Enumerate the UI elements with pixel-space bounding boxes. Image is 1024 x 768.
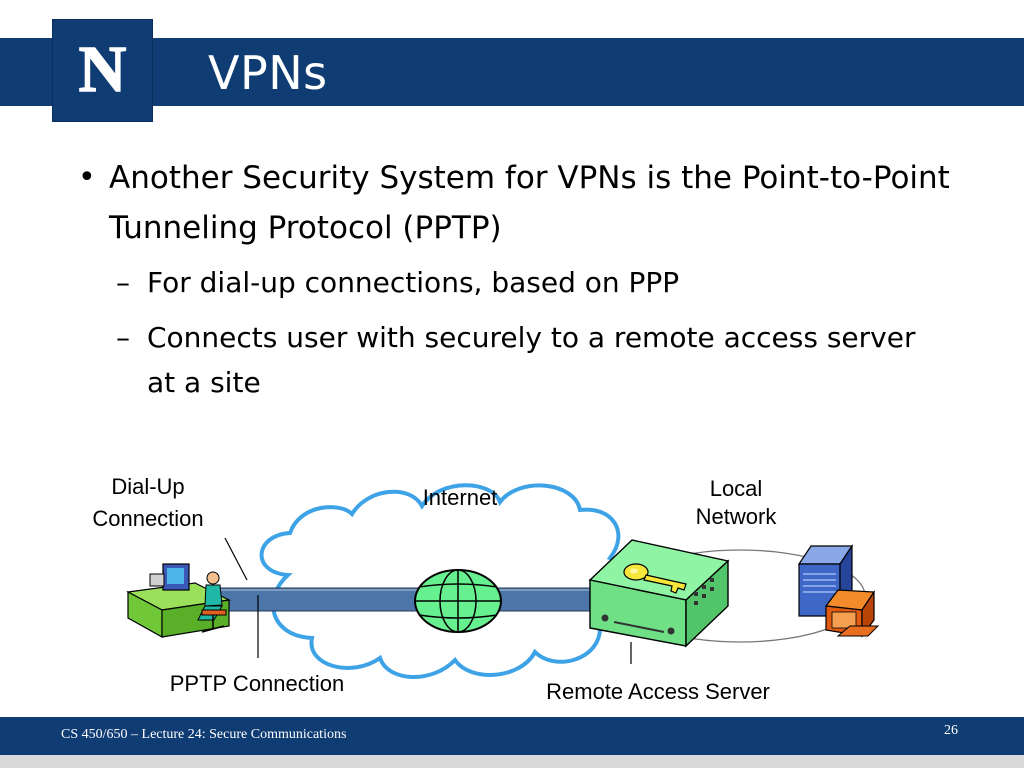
label-pptp-connection: PPTP Connection (170, 671, 344, 696)
workstation-user-icon (126, 563, 231, 639)
logo-letter: N (79, 33, 127, 106)
footer-stripe (0, 755, 1024, 768)
sub-bullet-dialup: For dial-up connections, based on PPP (116, 260, 927, 305)
pptp-tunnel (213, 587, 603, 612)
label-local-line1: Local (710, 476, 763, 501)
pptp-network-diagram: Dial-Up Connection Internet Local Networ… (92, 474, 880, 704)
university-n-logo-icon: N (52, 19, 153, 122)
remote-access-server-icon (588, 539, 730, 648)
label-dialup-line1: Dial-Up (111, 474, 184, 499)
slide-title: VPNs (208, 46, 328, 100)
title-bar (0, 38, 1024, 106)
key-icon (623, 563, 687, 594)
footer-bar (0, 717, 1024, 755)
label-dialup-line2: Connection (92, 506, 203, 531)
bullet-list: Another Security System for VPNs is the … (78, 153, 978, 415)
globe-icon (414, 569, 502, 633)
label-remote-access-server: Remote Access Server (546, 679, 770, 704)
sub-bullet-connects: Connects user with securely to a remote … (116, 315, 927, 405)
footer-course-title: CS 450/650 – Lecture 24: Secure Communic… (61, 727, 347, 742)
dialup-callout-line (224, 537, 248, 581)
bullet-main: Another Security System for VPNs is the … (78, 153, 979, 253)
label-local-line2: Network (696, 504, 778, 529)
label-internet: Internet (423, 485, 498, 510)
slide-number: 26 (944, 723, 958, 738)
monitor-icon (824, 589, 880, 638)
